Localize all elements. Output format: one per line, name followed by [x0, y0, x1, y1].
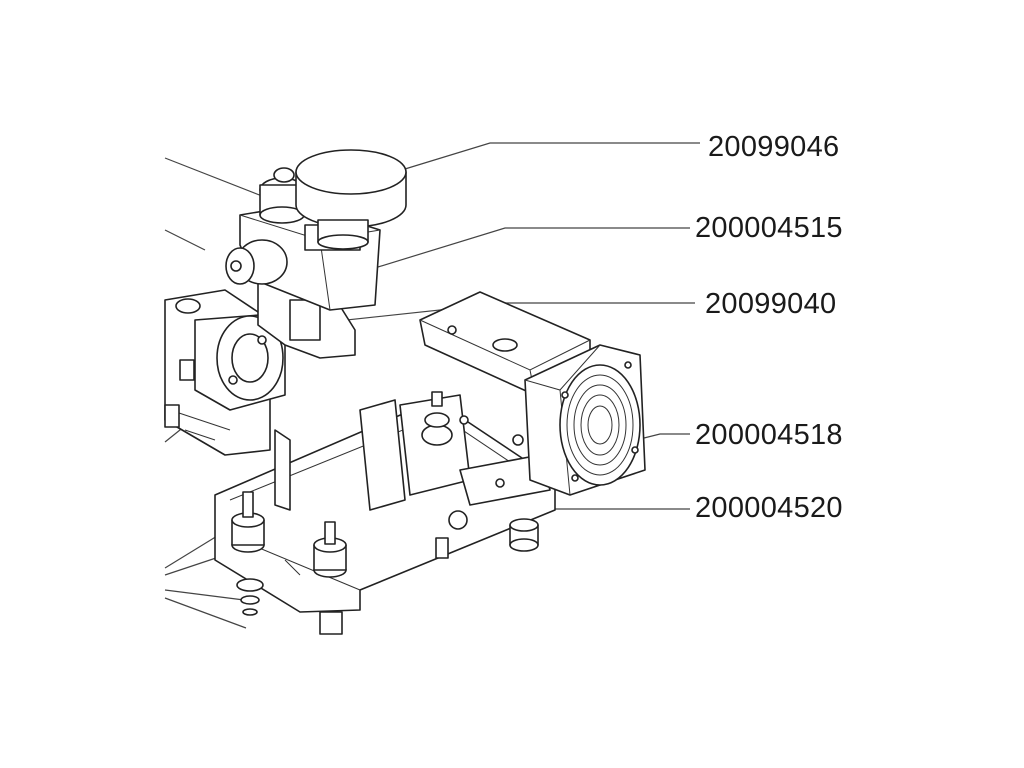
- frame-base: [214, 391, 556, 613]
- part-number-label: 200004515: [695, 212, 843, 244]
- part-number-label: 20099040: [705, 288, 837, 320]
- left-assembly: [164, 289, 286, 456]
- dome-cover: [295, 149, 407, 250]
- leader-line-200004515: [351, 227, 690, 276]
- leader-line-20099046: [381, 142, 700, 177]
- feet: [231, 491, 539, 635]
- part-number-label: 200004518: [695, 419, 843, 451]
- part-number-label: 200004520: [695, 492, 843, 524]
- fan-unit: [419, 291, 646, 496]
- part-number-label: 20099046: [708, 131, 840, 163]
